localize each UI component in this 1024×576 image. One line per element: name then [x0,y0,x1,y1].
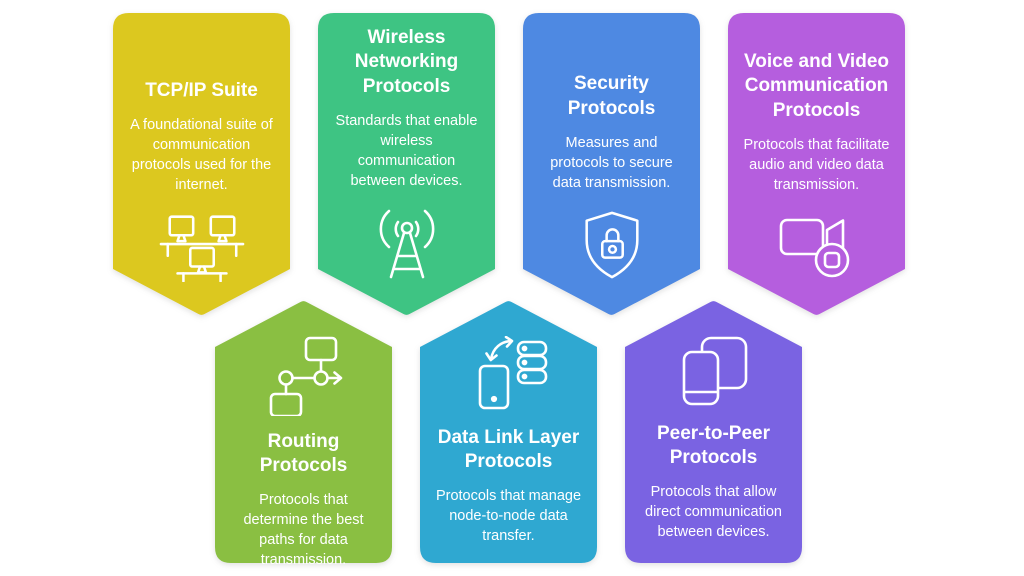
banner-shape [523,13,700,315]
card-description: Protocols that manage node-to-node data … [435,487,582,544]
card-tcpip-suite: TCP/IP Suite A foundational suite of com… [113,13,290,316]
card-description: A foundational suite of communication pr… [130,117,273,193]
card-data-link-layer: Data Link Layer Protocols Protocols that… [420,300,597,563]
card-description: Protocols that facilitate audio and vide… [743,137,890,193]
card-security-protocols: Security Protocols Measures and protocol… [523,13,700,316]
banner-shape [728,13,905,315]
card-wireless-networking: Wireless Networking Protocols Standards … [318,13,495,316]
device-server-transfer-icon [470,335,548,412]
banner-shape [420,301,597,563]
card-title: Peer-to-Peer Protocols [657,423,770,469]
card-title: Data Link Layer Protocols [437,427,580,473]
banner-shape [318,13,495,315]
card-title: Security Protocols [567,73,656,119]
network-computers-icon [158,210,246,283]
card-routing-protocols: Routing Protocols Protocols that determi… [215,300,392,568]
card-description: Protocols that determine the best paths … [243,491,364,568]
card-description: Measures and protocols to secure data tr… [550,135,673,191]
card-voice-video: Voice and Video Communication Protocols … [728,13,905,316]
flowchart-routing-icon [262,336,346,418]
card-title: Voice and Video Communication Protocols [743,51,889,121]
card-title: Wireless Networking Protocols [354,27,459,97]
antenna-icon [369,206,445,282]
card-description: Standards that enable wireless communica… [335,113,478,189]
card-peer-to-peer: Peer-to-Peer Protocols Protocols that al… [625,300,802,563]
banner-shape [113,13,290,315]
card-description: Protocols that allow direct communicatio… [645,483,782,540]
video-camera-icon [775,210,859,282]
card-title: Routing Protocols [259,431,348,477]
banner-shape [625,301,802,563]
card-title: TCP/IP Suite [145,79,258,101]
banner-shape [215,301,392,563]
overlapping-devices-icon [676,336,752,408]
shield-lock-icon [575,208,649,282]
